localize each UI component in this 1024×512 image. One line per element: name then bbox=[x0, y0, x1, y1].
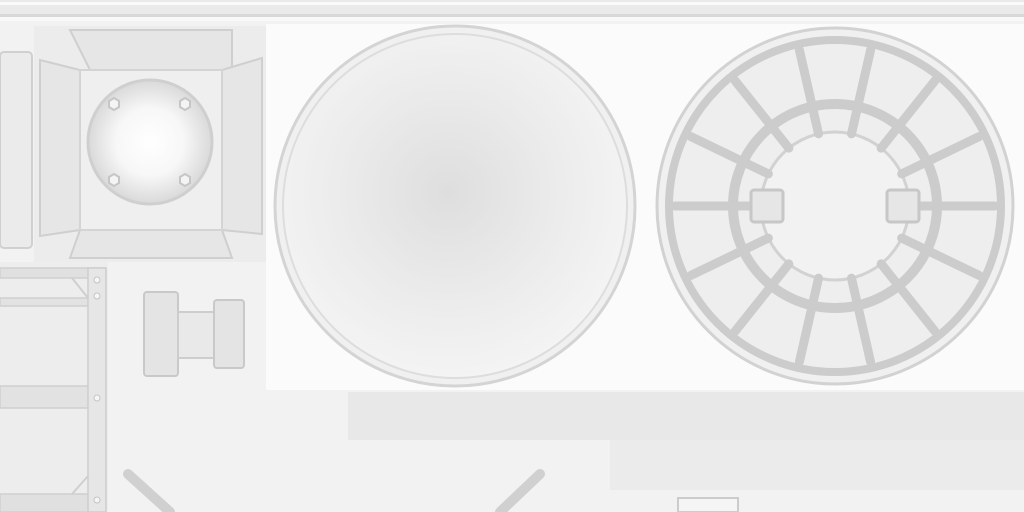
spool-bracket bbox=[143, 291, 245, 377]
wheel-spoke bbox=[686, 132, 773, 179]
wheel-lug-right bbox=[885, 188, 921, 224]
wheel-spoke bbox=[730, 76, 794, 153]
wheel-spoke bbox=[730, 259, 794, 336]
lamp-housing bbox=[34, 26, 266, 262]
wheel-spokes bbox=[670, 45, 1000, 367]
bottom-struts bbox=[123, 469, 545, 512]
spoked-wheel bbox=[655, 26, 1015, 386]
lamp-bolts bbox=[108, 96, 191, 188]
frame-girder bbox=[0, 262, 108, 512]
wheel-spoke bbox=[794, 273, 824, 367]
lamp-lens bbox=[86, 78, 214, 206]
wheel-spoke bbox=[897, 132, 984, 179]
left-edge-plate bbox=[0, 51, 33, 249]
wheel-spoke bbox=[794, 45, 824, 139]
wheel-spoke bbox=[846, 273, 876, 367]
wheel-spoke bbox=[876, 259, 940, 336]
wheel-spoke bbox=[897, 233, 984, 280]
top-trim-strip bbox=[0, 0, 1024, 21]
wheel-lug-left bbox=[749, 188, 785, 224]
wheel-spoke bbox=[876, 76, 940, 153]
wheel-spoke bbox=[846, 45, 876, 139]
wheel-spoke bbox=[686, 233, 773, 280]
lower-plates bbox=[348, 392, 1024, 512]
plain-disc bbox=[273, 24, 637, 388]
